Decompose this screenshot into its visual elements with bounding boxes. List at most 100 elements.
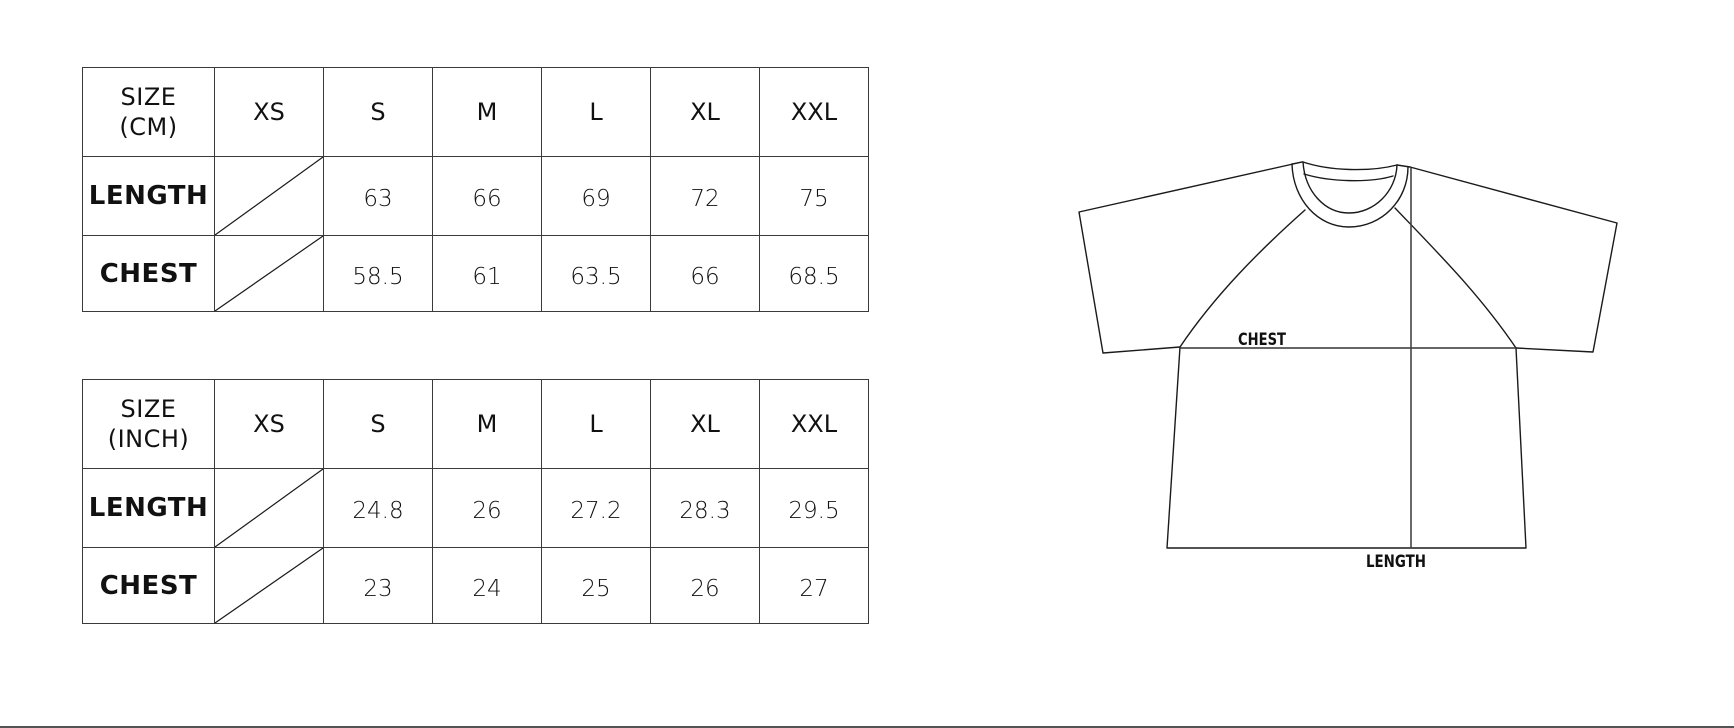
row-label-text: CHEST bbox=[99, 258, 198, 289]
value-cell: 27.2 bbox=[541, 468, 651, 548]
left-raglan-seam bbox=[1179, 209, 1306, 348]
value-text: 66 bbox=[690, 263, 720, 290]
size-table-inch: SIZE (INCH) XS S M L XL XXL LENGTH 24.8 … bbox=[82, 379, 869, 624]
size-label: XXL bbox=[790, 410, 838, 438]
header-unit-text: (CM) bbox=[119, 113, 178, 141]
diagonal-slash-icon bbox=[215, 548, 323, 623]
back-neck-line bbox=[1302, 161, 1398, 171]
collar-inner bbox=[1302, 161, 1398, 214]
table-row-length: LENGTH 24.8 26 27.2 28.3 29.5 bbox=[82, 468, 869, 548]
value-cell: 75 bbox=[759, 156, 869, 236]
size-header-xxl: XXL bbox=[759, 67, 869, 157]
value-text: 25 bbox=[581, 575, 611, 602]
right-raglan-seam bbox=[1394, 207, 1517, 349]
value-text: 24.8 bbox=[352, 498, 404, 524]
size-label: L bbox=[589, 410, 603, 438]
size-label: M bbox=[476, 410, 498, 438]
value-text: 26 bbox=[472, 498, 502, 524]
collar-outer bbox=[1291, 163, 1409, 228]
size-table-cm: SIZE (CM) XS S M L XL XXL LENGTH 63 66 6… bbox=[82, 67, 869, 312]
size-label: M bbox=[476, 98, 498, 126]
value-cell: 58.5 bbox=[323, 235, 433, 312]
size-header-l: L bbox=[541, 379, 651, 469]
value-cell: 61 bbox=[432, 235, 542, 312]
not-available-cell bbox=[214, 156, 324, 236]
value-text: 75 bbox=[799, 186, 829, 212]
left-sleeve-outline bbox=[1078, 161, 1303, 354]
size-header-xs: XS bbox=[214, 379, 324, 469]
row-label-length: LENGTH bbox=[82, 468, 215, 548]
size-label: XL bbox=[690, 410, 720, 438]
value-cell: 23 bbox=[323, 547, 433, 624]
chest-label: CHEST bbox=[1238, 330, 1286, 350]
bottom-divider bbox=[0, 726, 1734, 728]
size-header-l: L bbox=[541, 67, 651, 157]
body-outline bbox=[1166, 346, 1527, 549]
value-text: 23 bbox=[363, 575, 393, 602]
value-cell: 66 bbox=[432, 156, 542, 236]
header-size-text: SIZE bbox=[120, 395, 177, 423]
size-header-m: M bbox=[432, 379, 542, 469]
value-cell: 25 bbox=[541, 547, 651, 624]
value-cell: 68.5 bbox=[759, 235, 869, 312]
size-unit-header: SIZE (INCH) bbox=[82, 379, 215, 469]
size-header-xxl: XXL bbox=[759, 379, 869, 469]
row-label-text: CHEST bbox=[99, 570, 198, 601]
size-label: XS bbox=[253, 98, 285, 126]
size-label: S bbox=[370, 410, 386, 438]
not-available-cell bbox=[214, 547, 324, 624]
header-unit-text: (INCH) bbox=[107, 425, 190, 453]
size-label: XXL bbox=[790, 98, 838, 126]
value-text: 24 bbox=[472, 575, 502, 602]
size-label: XL bbox=[690, 98, 720, 126]
value-cell: 24 bbox=[432, 547, 542, 624]
diagonal-slash-icon bbox=[215, 236, 323, 311]
right-sleeve-outline bbox=[1409, 166, 1618, 353]
size-label: XS bbox=[253, 410, 285, 438]
value-text: 58.5 bbox=[352, 263, 404, 290]
value-cell: 24.8 bbox=[323, 468, 433, 548]
value-text: 68.5 bbox=[788, 263, 840, 290]
value-text: 66 bbox=[472, 186, 502, 212]
not-available-cell bbox=[214, 235, 324, 312]
size-header-xl: XL bbox=[650, 379, 760, 469]
value-text: 29.5 bbox=[788, 498, 840, 524]
value-cell: 63.5 bbox=[541, 235, 651, 312]
value-cell: 27 bbox=[759, 547, 869, 624]
table-row-chest: CHEST 58.5 61 63.5 66 68.5 bbox=[82, 235, 869, 312]
value-text: 72 bbox=[690, 186, 720, 212]
collar-top-right bbox=[1396, 164, 1411, 168]
size-label: S bbox=[370, 98, 386, 126]
value-text: 63 bbox=[363, 186, 393, 212]
value-cell: 26 bbox=[432, 468, 542, 548]
value-cell: 69 bbox=[541, 156, 651, 236]
header-row: SIZE (CM) XS S M L XL XXL bbox=[82, 67, 869, 157]
row-label-text: LENGTH bbox=[88, 181, 209, 211]
value-cell: 72 bbox=[650, 156, 760, 236]
table-row-length: LENGTH 63 66 69 72 75 bbox=[82, 156, 869, 236]
value-text: 69 bbox=[581, 186, 611, 212]
diagonal-slash-icon bbox=[215, 469, 323, 547]
size-header-m: M bbox=[432, 67, 542, 157]
size-header-s: S bbox=[323, 67, 433, 157]
value-text: 26 bbox=[690, 575, 720, 602]
row-label-text: LENGTH bbox=[88, 493, 209, 523]
header-row: SIZE (INCH) XS S M L XL XXL bbox=[82, 379, 869, 469]
collar-top-left bbox=[1291, 161, 1303, 165]
size-header-s: S bbox=[323, 379, 433, 469]
row-label-chest: CHEST bbox=[82, 547, 215, 624]
value-text: 63.5 bbox=[570, 263, 622, 290]
not-available-cell bbox=[214, 468, 324, 548]
size-label: L bbox=[589, 98, 603, 126]
length-label: LENGTH bbox=[1366, 552, 1426, 572]
back-neck-inner-line bbox=[1303, 173, 1394, 182]
value-cell: 63 bbox=[323, 156, 433, 236]
value-text: 27 bbox=[799, 575, 829, 602]
row-label-chest: CHEST bbox=[82, 235, 215, 312]
value-cell: 66 bbox=[650, 235, 760, 312]
table-row-chest: CHEST 23 24 25 26 27 bbox=[82, 547, 869, 624]
value-text: 28.3 bbox=[679, 498, 731, 524]
size-unit-header: SIZE (CM) bbox=[82, 67, 215, 157]
value-text: 27.2 bbox=[570, 498, 622, 524]
size-header-xl: XL bbox=[650, 67, 760, 157]
